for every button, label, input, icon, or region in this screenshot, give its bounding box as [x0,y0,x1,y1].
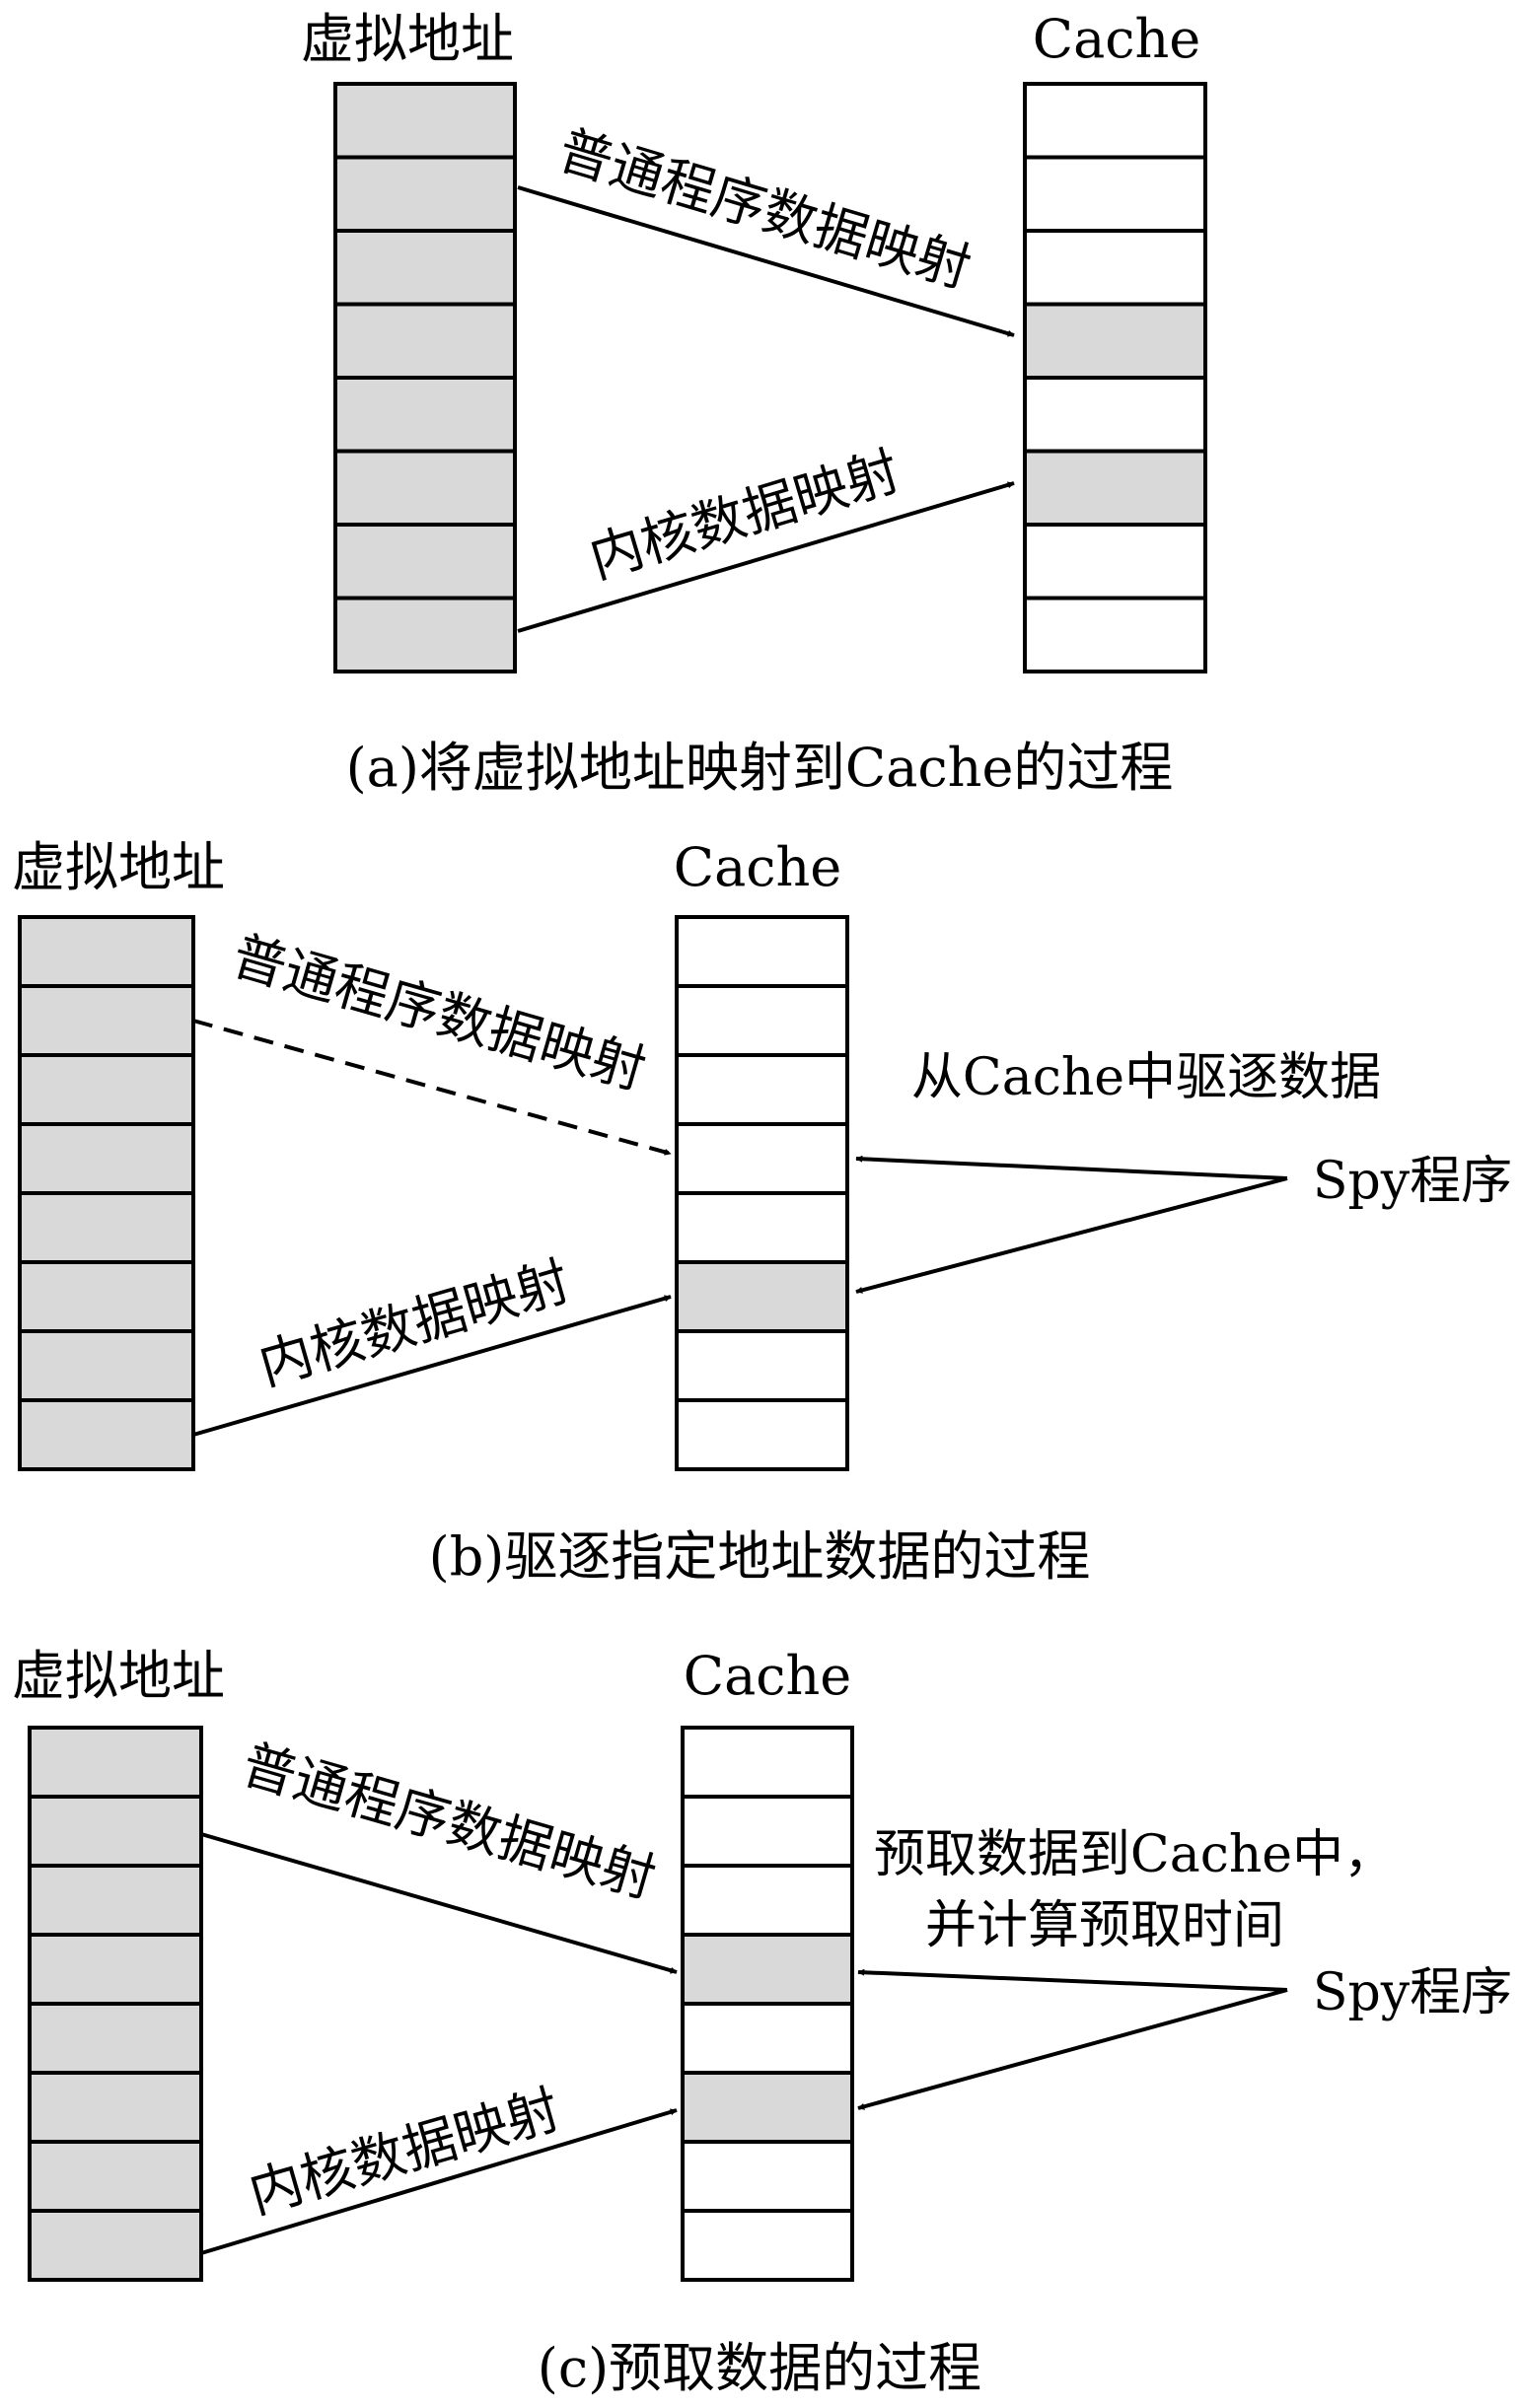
cache-row-1 [675,915,849,988]
spy-program-label: Spy程序 [1313,1963,1512,2022]
normal-mapping-label: 普通程序数据映射 [551,118,977,300]
panel-b: 虚拟地址 Cache 普通程序数据映射 内核数据映射 从Cache中驱逐数据 S… [12,836,1512,1588]
virtual-address-column [18,915,195,1471]
kernel-mapping-arrow [200,2108,678,2255]
memory-row-6 [28,2071,203,2144]
cache-row-8 [675,1398,849,1471]
memory-row-5 [28,2002,203,2075]
cache-row-4 [1023,302,1207,380]
cache-row-6 [675,1260,849,1333]
cache-title: Cache [674,836,842,898]
cache-row-5 [681,2002,854,2075]
memory-row-1 [18,915,195,988]
cache-column [1023,82,1207,673]
virtual-address-column [333,82,517,673]
kernel-mapping-label: 内核数据映射 [582,440,905,591]
cache-row-4 [681,1933,854,2006]
cache-row-7 [675,1329,849,1402]
memory-row-2 [333,155,517,233]
memory-row-1 [28,1726,203,1799]
virtual-address-column [28,1726,203,2282]
normal-mapping-arrow [200,1832,678,1974]
spy-arrow-lower [855,1176,1288,1294]
spy-program-label: Spy程序 [1313,1152,1512,1211]
virtual-address-title: 虚拟地址 [12,1645,225,1707]
memory-row-1 [333,82,517,160]
memory-row-4 [28,1933,203,2006]
memory-row-4 [18,1122,195,1195]
cache-row-8 [681,2209,854,2282]
kernel-mapping-label: 内核数据映射 [252,1249,576,1397]
normal-mapping-label: 普通程序数据映射 [226,924,653,1101]
normal-mapping-label: 普通程序数据映射 [236,1733,663,1910]
cache-row-8 [1023,596,1207,673]
cache-column [675,915,849,1471]
cache-row-4 [675,1122,849,1195]
kernel-mapping-arrow [192,1295,672,1437]
cache-row-7 [1023,523,1207,601]
cache-row-2 [675,984,849,1057]
cache-title: Cache [684,1645,852,1707]
memory-row-2 [28,1795,203,1868]
kernel-mapping-label: 内核数据映射 [242,2078,566,2226]
memory-row-4 [333,302,517,380]
memory-row-3 [333,229,517,307]
caption-c: (c)预取数据的过程 [538,2337,981,2399]
virtual-address-title: 虚拟地址 [12,836,225,898]
memory-row-8 [18,1398,195,1471]
prefetch-note-line2: 并计算预取时间 [925,1896,1284,1955]
cache-title: Cache [1033,8,1201,70]
cache-row-3 [1023,229,1207,307]
caption-a: (a)将虚拟地址映射到Cache的过程 [346,737,1174,799]
memory-row-8 [28,2209,203,2282]
memory-row-5 [18,1191,195,1264]
memory-row-7 [18,1329,195,1402]
memory-row-7 [333,523,517,601]
spy-arrow-upper [857,1968,1288,1992]
panel-a: 虚拟地址 Cache 普通程序数据映射 内核数据映射 (a)将虚拟地址映射到Ca… [301,8,1207,799]
cache-row-6 [1023,449,1207,527]
cache-row-5 [675,1191,849,1264]
cache-row-1 [681,1726,854,1799]
memory-row-3 [28,1864,203,1937]
cache-row-2 [681,1795,854,1868]
caption-b: (b)驱逐指定地址数据的过程 [429,1525,1091,1588]
panel-c: 虚拟地址 Cache 普通程序数据映射 内核数据映射 预取数据到Cache中， … [12,1645,1512,2399]
memory-row-3 [18,1053,195,1126]
cache-row-1 [1023,82,1207,160]
cache-column [681,1726,854,2282]
evict-note: 从Cache中驱逐数据 [911,1048,1381,1107]
memory-row-6 [333,449,517,527]
prefetch-note-line1: 预取数据到Cache中， [874,1825,1395,1884]
cache-row-6 [681,2071,854,2144]
normal-mapping-arrow [517,185,1015,337]
spy-arrow-upper [855,1155,1288,1180]
normal-mapping-arrow-dashed [192,1019,672,1156]
cache-row-2 [1023,155,1207,233]
cache-row-7 [681,2140,854,2213]
memory-row-6 [18,1260,195,1333]
cache-row-3 [681,1864,854,1937]
memory-row-8 [333,596,517,673]
kernel-mapping-arrow [517,481,1015,633]
memory-row-7 [28,2140,203,2213]
spy-arrow-lower [857,1988,1288,2110]
virtual-address-title: 虚拟地址 [301,8,514,70]
cache-row-5 [1023,376,1207,454]
memory-row-2 [18,984,195,1057]
memory-row-5 [333,376,517,454]
cache-row-3 [675,1053,849,1126]
